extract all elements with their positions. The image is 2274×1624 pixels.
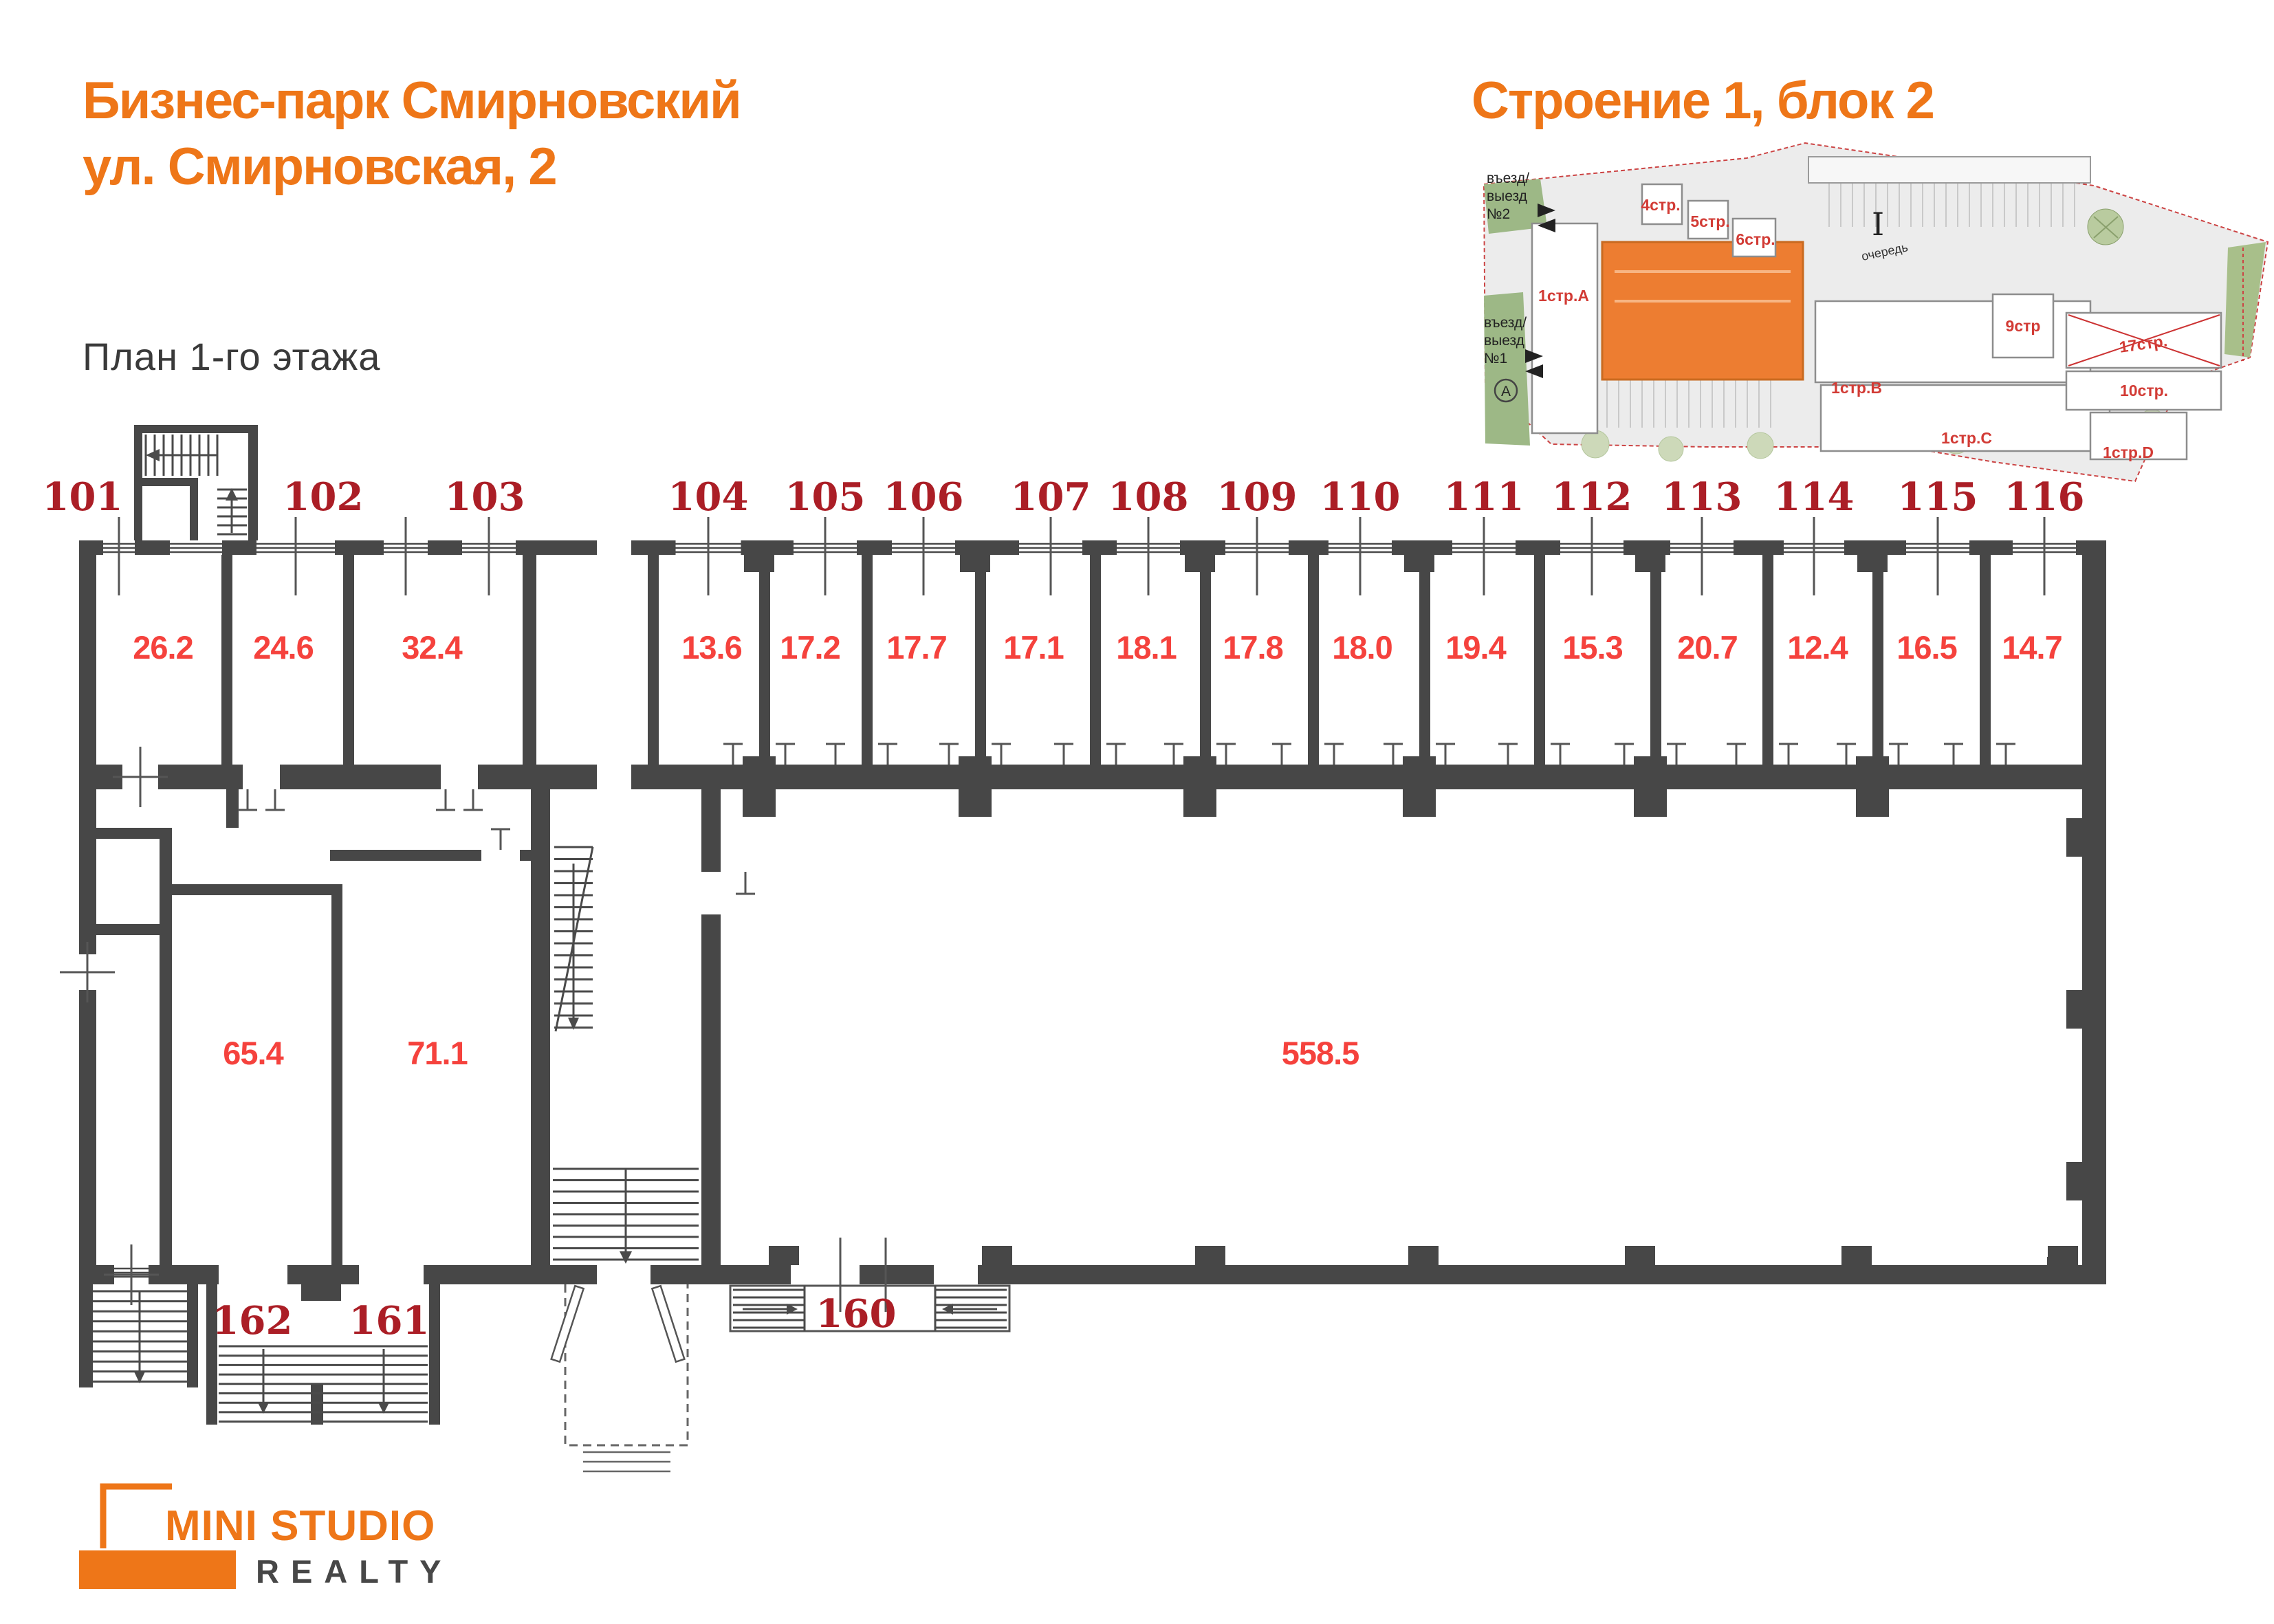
room-number-160: 160 <box>816 1291 897 1337</box>
site-entrance-1: въезд/ выезд №1 А <box>1484 315 1543 403</box>
room-area-labels: 26.2 24.6 32.4 13.6 17.2 17.7 17.1 18.1 … <box>133 629 2062 666</box>
site-label-10str: 10стр. <box>2120 382 2168 399</box>
walls <box>79 425 2106 1425</box>
room-area: 18.0 <box>1332 629 1392 666</box>
room-number: 112 <box>1552 474 1632 520</box>
site-label-1strC: 1стр.С <box>1941 429 1992 447</box>
room-number: 113 <box>1662 474 1742 520</box>
stair-symbols <box>93 435 1011 1473</box>
room-area-71-1: 71.1 <box>407 1035 467 1071</box>
plan-title: План 1-го этажа <box>83 335 380 378</box>
site-building-labels: 4стр. 5стр. 6стр. 1стр.А 1стр.В 1стр.С 1… <box>1538 196 2168 461</box>
entrance2-arrow-icon <box>1538 204 1555 217</box>
site-label-5str: 5стр. <box>1690 212 1729 230</box>
room-number: 106 <box>884 474 964 520</box>
room-area: 26.2 <box>133 629 193 666</box>
room-number: 102 <box>283 474 364 520</box>
site-label-1strB: 1стр.В <box>1831 379 1882 397</box>
room-area: 24.6 <box>253 629 313 666</box>
room-area: 20.7 <box>1677 629 1737 666</box>
room-number: 115 <box>1898 474 1978 520</box>
svg-text:I: I <box>1872 206 1884 243</box>
logo-brand: MINI STUDIO <box>165 1502 435 1550</box>
logo-bar <box>79 1550 236 1589</box>
room-number: 114 <box>1774 474 1855 520</box>
site-label-1strA: 1стр.А <box>1538 287 1589 305</box>
site-label-4str: 4стр. <box>1641 196 1680 214</box>
room-number-161: 161 <box>349 1298 430 1343</box>
room-number: 105 <box>785 474 866 520</box>
logo-bracket-icon <box>100 1483 172 1548</box>
room-number: 111 <box>1444 474 1524 520</box>
room-area: 32.4 <box>402 629 462 666</box>
block-title: Строение 1, блок 2 <box>1472 72 1934 130</box>
page-title-line1: Бизнес-парк Смирновский <box>83 72 741 130</box>
room-area: 18.1 <box>1116 629 1176 666</box>
big-room-labels: 65.4 71.1 558.5 162 161 160 <box>212 1035 1360 1343</box>
dimension-ticks <box>60 517 2046 1312</box>
pilasters <box>743 540 2082 1284</box>
room-area: 14.7 <box>2002 629 2062 666</box>
svg-text:№1: №1 <box>1484 351 1507 366</box>
room-area: 17.8 <box>1223 629 1282 666</box>
entrance1-arrow-icon <box>1525 349 1543 363</box>
room-number: 110 <box>1320 474 1401 520</box>
site-label-6str: 6стр. <box>1736 230 1775 248</box>
room-area: 12.4 <box>1787 629 1848 666</box>
room-area: 17.2 <box>780 629 840 666</box>
logo-division: REALTY <box>256 1553 453 1590</box>
openings-windows-doors <box>79 540 2076 1284</box>
room-area: 17.1 <box>1003 629 1063 666</box>
site-label-9str: 9стр <box>2006 317 2041 335</box>
svg-text:въезд/: въезд/ <box>1484 315 1527 331</box>
room-number-labels: 101 102 103 104 105 106 107 108 109 110 … <box>43 474 2085 520</box>
room-number: 101 <box>43 474 123 520</box>
page-title-line2: ул. Смирновская, 2 <box>83 138 556 196</box>
room-area-65-4: 65.4 <box>223 1035 283 1071</box>
room-number: 107 <box>1011 474 1091 520</box>
floor-plan: 101 102 103 104 105 106 107 108 109 110 … <box>43 425 2106 1473</box>
site-highlight-block <box>1601 241 1804 381</box>
room-number: 104 <box>668 474 749 520</box>
svg-text:№2: №2 <box>1487 206 1510 222</box>
room-area: 13.6 <box>681 629 741 666</box>
logo: MINI STUDIO REALTY <box>79 1483 453 1590</box>
hall-area-558-5: 558.5 <box>1282 1035 1359 1071</box>
room-number: 103 <box>445 474 525 520</box>
site-plan: 4стр. 5стр. 6стр. 1стр.А 1стр.В 1стр.С 1… <box>1483 142 2269 483</box>
svg-text:въезд/: въезд/ <box>1487 171 1529 186</box>
room-area: 17.7 <box>886 629 946 666</box>
header: Бизнес-парк Смирновский ул. Смирновская,… <box>83 72 1935 378</box>
site-label-1strD: 1стр.D <box>2103 443 2154 461</box>
room-area: 16.5 <box>1896 629 1956 666</box>
svg-text:выезд: выезд <box>1484 333 1524 349</box>
room-number: 116 <box>2004 474 2085 520</box>
room-area: 19.4 <box>1445 629 1506 666</box>
room-area: 15.3 <box>1562 629 1622 666</box>
room-number-162: 162 <box>212 1298 293 1343</box>
site-entrance-2: въезд/ выезд №2 <box>1487 171 1555 232</box>
room-number: 109 <box>1217 474 1298 520</box>
room-number: 108 <box>1108 474 1189 520</box>
site-point-a: А <box>1501 384 1511 399</box>
site-buildings <box>1531 156 2244 461</box>
svg-text:выезд: выезд <box>1487 188 1527 204</box>
